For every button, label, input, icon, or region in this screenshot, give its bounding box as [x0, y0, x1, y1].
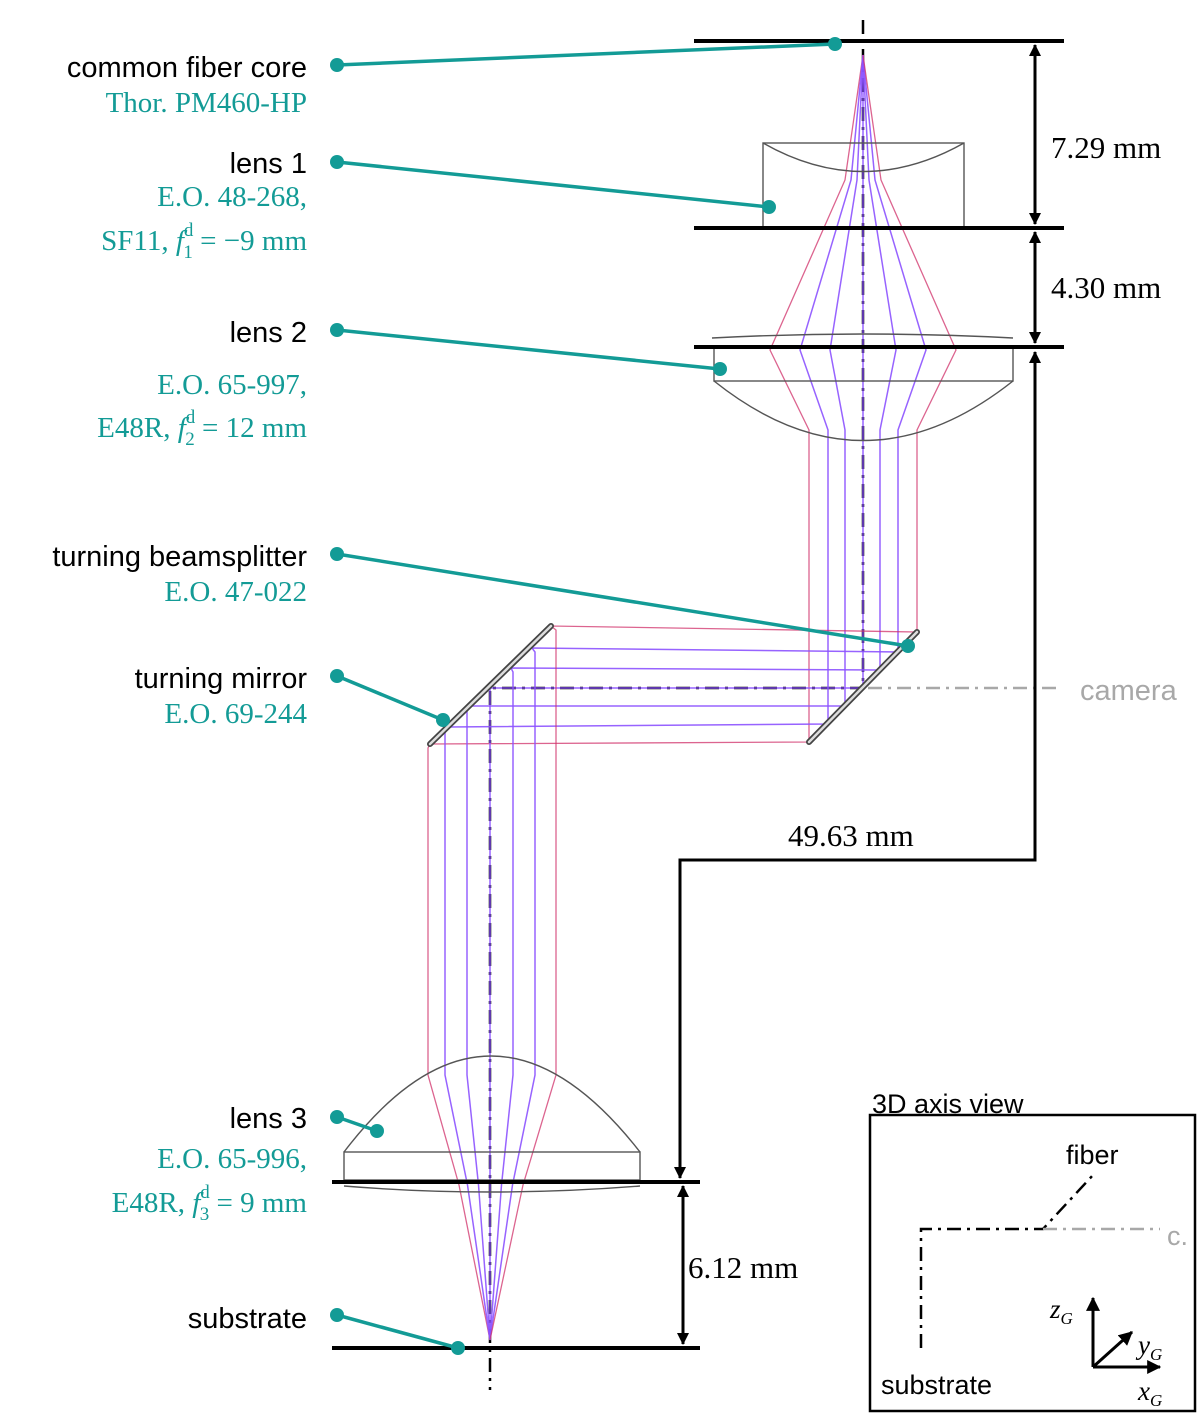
- axis-view-inset: 3D axis view fiber c. substrate zG yG xG: [868, 1089, 1197, 1413]
- inset-fiber-label: fiber: [1066, 1140, 1119, 1170]
- label-lens3-name: lens 3: [230, 1103, 307, 1135]
- x-axis-subscript: G: [1150, 1391, 1162, 1410]
- ray-path: [466, 54, 864, 1341]
- ray-path: [489, 54, 897, 1341]
- lens2-focal-value: = 12 mm: [195, 412, 308, 444]
- y-axis-subscript: G: [1150, 1345, 1162, 1364]
- ray-path: [489, 55, 864, 1340]
- annotation-dots: [330, 37, 915, 1355]
- label-mirror-part: E.O. 69-244: [164, 698, 307, 730]
- lens1-focal-sup: d: [184, 220, 194, 241]
- label-beamsplitter-name: turning beamsplitter: [52, 541, 307, 573]
- lens2-material: E48R,: [97, 412, 178, 444]
- dimension-label-lens1-to-lens2: 4.30 mm: [1051, 270, 1161, 305]
- optical-axis: [488, 20, 865, 1390]
- lens1-focal-value: = −9 mm: [193, 225, 308, 257]
- label-fiber-part: Thor. PM460-HP: [106, 87, 307, 119]
- inset-substrate-label: substrate: [881, 1370, 992, 1400]
- label-beamsplitter: turning beamsplitter E.O. 47-022: [52, 541, 307, 608]
- inset-title: 3D axis view: [872, 1089, 1024, 1119]
- inset-camera-label: c.: [1167, 1221, 1188, 1251]
- lens1-focal-sub: 1: [183, 242, 193, 263]
- lens3-focal-sub: 3: [200, 1204, 210, 1225]
- lens2-focal-sup: d: [186, 407, 196, 428]
- label-fiber: common fiber core Thor. PM460-HP: [67, 52, 307, 119]
- z-axis-symbol: z: [1049, 1294, 1061, 1324]
- ray-path: [444, 54, 864, 1341]
- annotation-leaders: [336, 42, 909, 1350]
- x-axis-label: xG: [1137, 1376, 1162, 1410]
- label-lens1-name: lens 1: [230, 148, 307, 180]
- lens3-material: E48R,: [112, 1187, 193, 1219]
- label-lens3-part: E.O. 65-996,: [157, 1143, 307, 1175]
- inset-frame: [868, 1113, 1197, 1413]
- inset-beam-path: [919, 1173, 1095, 1348]
- y-axis-arrow: [1091, 1330, 1134, 1369]
- reference-planes: [332, 39, 1064, 1350]
- dimension-label-lens3-to-substrate: 6.12 mm: [688, 1250, 798, 1285]
- label-mirror: turning mirror E.O. 69-244: [135, 663, 308, 730]
- label-lens1-part: E.O. 48-268,: [157, 181, 307, 213]
- y-axis-symbol: y: [1135, 1330, 1150, 1360]
- label-substrate: substrate: [188, 1303, 307, 1335]
- x-axis-symbol: x: [1137, 1376, 1150, 1406]
- dimension-arrows: [674, 44, 1041, 1345]
- label-lens2-name: lens 2: [230, 317, 307, 349]
- label-lens2-part: E.O. 65-997,: [157, 369, 307, 401]
- z-axis-label: zG: [1049, 1294, 1073, 1328]
- ray-path: [489, 54, 957, 1341]
- dimension-label-fiber-to-lens1: 7.29 mm: [1051, 130, 1161, 165]
- ray-path: [427, 54, 864, 1341]
- label-camera: camera: [1080, 675, 1178, 707]
- lens2-focal-sub: 2: [185, 429, 195, 450]
- y-axis-label: yG: [1135, 1330, 1162, 1364]
- mirror-shape: [427, 623, 554, 747]
- dimension-label-lens2-to-lens3: 49.63 mm: [788, 818, 914, 853]
- z-axis-subscript: G: [1061, 1309, 1073, 1328]
- ray-bundle: [427, 54, 957, 1341]
- lens3-focal-sup: d: [200, 1182, 210, 1203]
- label-fiber-name: common fiber core: [67, 52, 307, 84]
- label-mirror-name: turning mirror: [135, 663, 308, 695]
- lens3-focal-value: = 9 mm: [209, 1187, 307, 1219]
- lens-3-shape: [343, 1055, 641, 1193]
- lens1-material: SF11,: [101, 225, 176, 257]
- label-beamsplitter-part: E.O. 47-022: [164, 576, 307, 608]
